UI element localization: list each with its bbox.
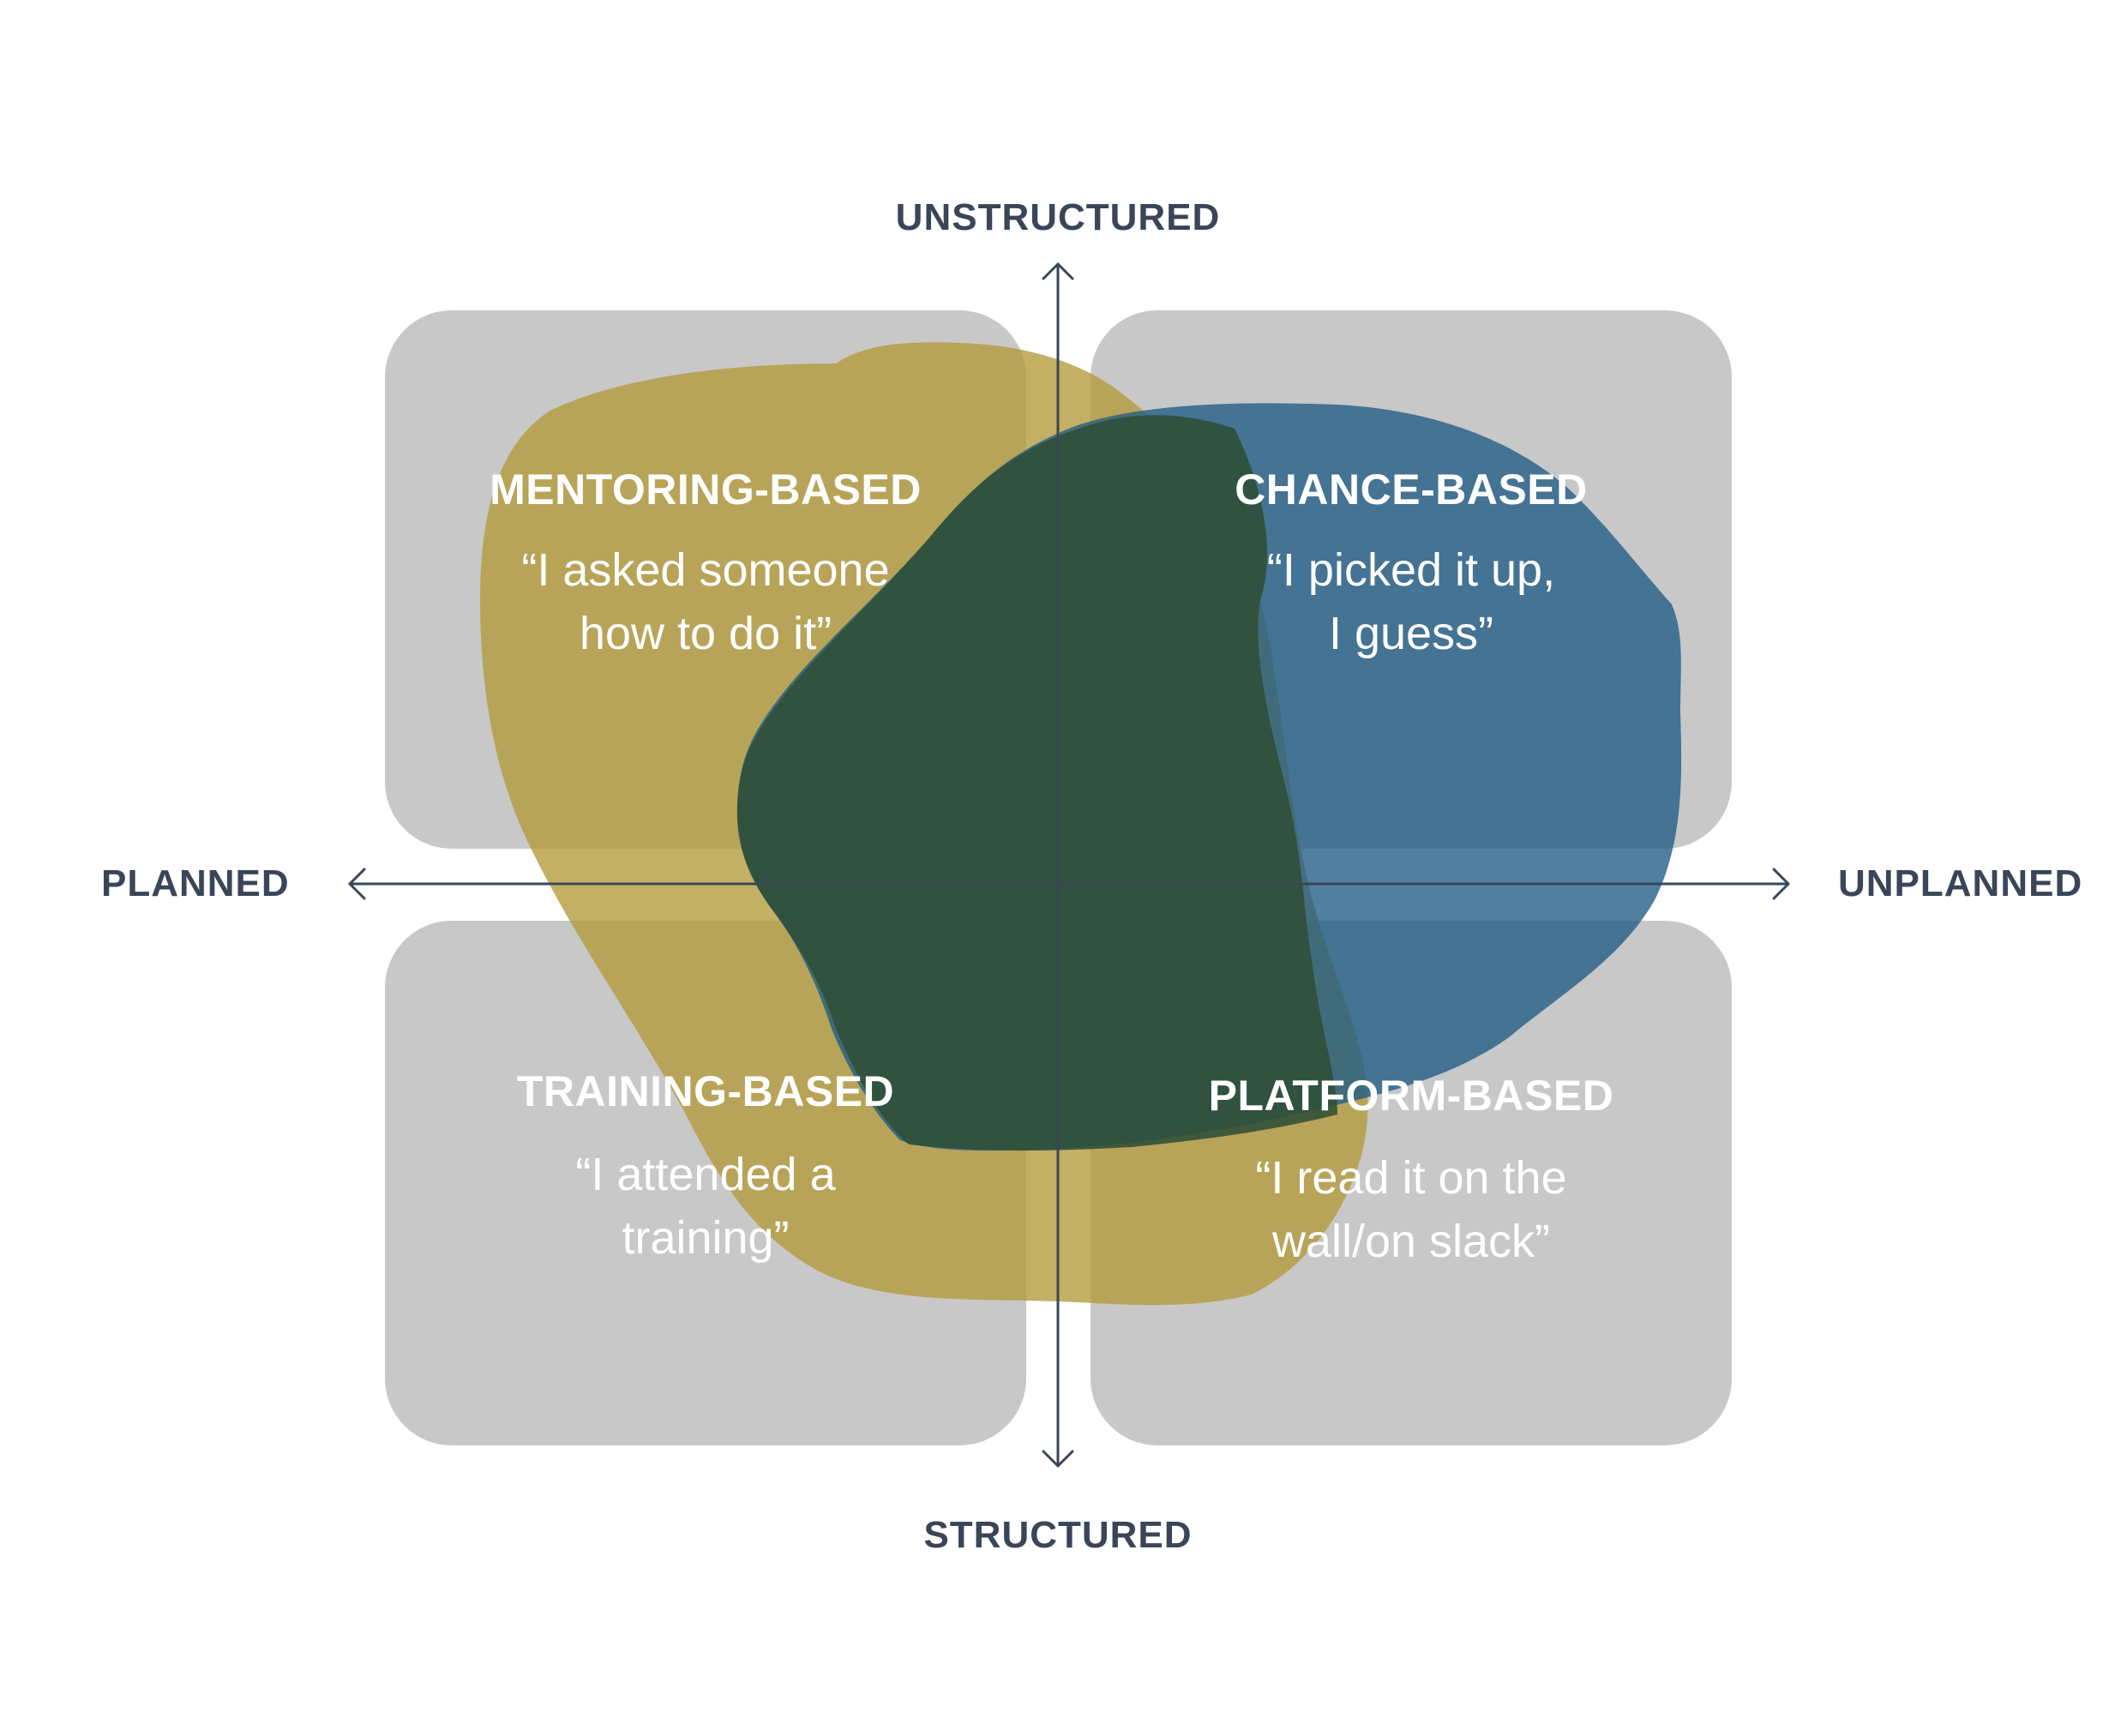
overlap-region-blob (736, 415, 1337, 1151)
quadrant-quote-line: “I asked someone (521, 544, 889, 596)
quadrant-quote-line: how to do it” (580, 608, 832, 659)
axis-label-right: UNPLANNED (1838, 862, 2082, 904)
quadrant-quote-line: “I picked it up, (1267, 544, 1555, 596)
right-arrow-icon (1772, 868, 1790, 900)
quadrant-top-left: MENTORING-BASED “I asked someone how to … (490, 466, 922, 659)
quadrant-quote-line: “I attended a (575, 1149, 836, 1200)
overlap-blobs (480, 342, 1682, 1306)
axes (348, 262, 1790, 1468)
axis-label-bottom: STRUCTURED (923, 1514, 1192, 1556)
quadrant-bottom-right: PLATFORM-BASED “I read it on the wall/on… (1209, 1072, 1614, 1267)
quadrant-top-right: CHANCE-BASED “I picked it up, I guess” (1235, 466, 1588, 659)
axis-label-top: UNSTRUCTURED (896, 196, 1221, 238)
quadrant-title: CHANCE-BASED (1235, 466, 1588, 514)
quadrant-title: MENTORING-BASED (490, 466, 922, 514)
quadrant-quote-line: training” (622, 1212, 789, 1264)
axis-label-left: PLANNED (101, 862, 290, 904)
quadrant-quote-line: wall/on slack” (1271, 1216, 1550, 1267)
quadrant-title: TRAINING-BASED (517, 1067, 894, 1115)
quadrant-title: PLATFORM-BASED (1209, 1072, 1614, 1120)
left-arrow-icon (348, 868, 366, 900)
quadrant-quote-line: “I read it on the (1255, 1152, 1566, 1204)
down-arrow-icon (1042, 1450, 1074, 1468)
quadrant-bottom-left: TRAINING-BASED “I attended a training” (517, 1067, 894, 1264)
up-arrow-icon (1042, 262, 1074, 280)
quadrant-quote-line: I guess” (1329, 608, 1493, 659)
